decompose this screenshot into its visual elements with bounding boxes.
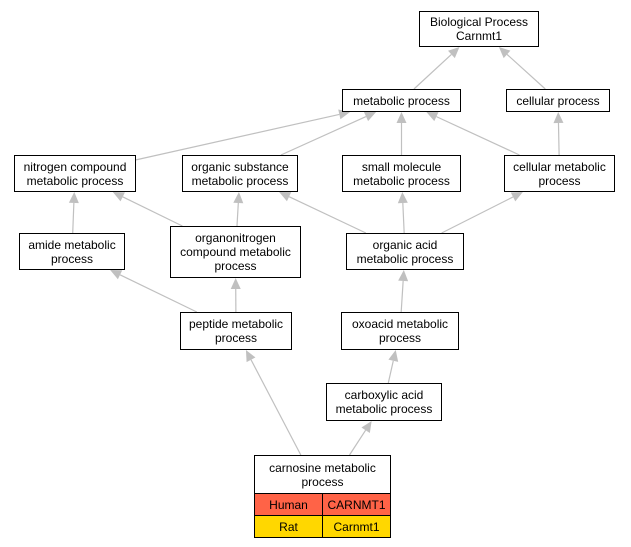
- leaf-term-label: carnosine metabolic process: [269, 460, 376, 489]
- node-carboxylic-acid-metabolic-process[interactable]: carboxylic acid metabolic process: [326, 383, 442, 421]
- node-oxoacid-metabolic-process[interactable]: oxoacid metabolic process: [341, 312, 459, 350]
- gene-cell-rat: Carnmt1: [322, 516, 390, 537]
- edge-carboxylic_acid-to-oxoacid_metabolic: [387, 360, 394, 384]
- arrowhead-amide_metabolic-to-nitrogen_compound: [68, 192, 79, 204]
- arrowhead-organic_acid-to-small_molecule: [397, 192, 408, 204]
- species-cell-rat: Rat: [255, 516, 322, 537]
- node-carnosine-metabolic-process[interactable]: carnosine metabolic process Human CARNMT…: [254, 455, 391, 538]
- node-nitrogen-compound-metabolic-process[interactable]: nitrogen compound metabolic process: [14, 155, 136, 192]
- arrowhead-organonitrogen-to-nitrogen_compound: [112, 192, 125, 202]
- arrowhead-organic_acid-to-cellular_metabolic: [510, 192, 523, 202]
- edge-cellular_process-to-root: [506, 53, 546, 90]
- ortholog-row-human: Human CARNMT1: [255, 493, 390, 515]
- node-metabolic-process[interactable]: metabolic process: [342, 89, 461, 112]
- arrowhead-leaf-to-peptide_metabolic: [245, 350, 256, 363]
- species-cell-human: Human: [255, 494, 322, 515]
- ortholog-row-rat: Rat Carnmt1: [255, 515, 390, 537]
- edge-cellular_metabolic-to-cellular_process: [557, 122, 560, 156]
- arrowhead-organic_acid-to-organic_substance: [279, 192, 292, 202]
- node-peptide-metabolic-process[interactable]: peptide metabolic process: [180, 312, 292, 350]
- edge-organic_acid-to-cellular_metabolic: [441, 196, 514, 234]
- edge-organic_acid-to-small_molecule: [402, 202, 405, 234]
- edge-leaf-to-peptide_metabolic: [250, 359, 302, 456]
- arrowhead-organonitrogen-to-organic_substance: [233, 192, 244, 204]
- node-root[interactable]: Biological Process Carnmt1: [419, 11, 539, 47]
- arrowhead-cellular_metabolic-to-metabolic_process: [426, 112, 439, 122]
- arrowhead-peptide_metabolic-to-amide_metabolic: [110, 270, 123, 280]
- node-organic-acid-metabolic-process[interactable]: organic acid metabolic process: [346, 233, 464, 270]
- node-cellular-process[interactable]: cellular process: [506, 89, 610, 112]
- arrowhead-cellular_metabolic-to-cellular_process: [553, 112, 564, 124]
- node-organic-substance-metabolic-process[interactable]: organic substance metabolic process: [182, 155, 298, 192]
- node-cellular-metabolic-process[interactable]: cellular metabolic process: [504, 155, 615, 192]
- arrowhead-carboxylic_acid-to-oxoacid_metabolic: [388, 350, 399, 362]
- edge-amide_metabolic-to-nitrogen_compound: [72, 202, 75, 234]
- edge-metabolic_process-to-root: [413, 54, 452, 90]
- edge-organic_acid-to-organic_substance: [288, 196, 367, 234]
- edge-nitrogen_compound-to-metabolic_process: [135, 113, 340, 161]
- arrowhead-metabolic_process-to-root: [448, 47, 460, 59]
- arrowhead-peptide_metabolic-to-organonitrogen: [230, 278, 241, 290]
- node-small-molecule-metabolic-process[interactable]: small molecule metabolic process: [342, 155, 461, 192]
- edge-leaf-to-carboxylic_acid: [349, 429, 367, 456]
- edge-peptide_metabolic-to-amide_metabolic: [119, 274, 198, 313]
- gene-cell-human: CARNMT1: [322, 494, 390, 515]
- edge-organonitrogen-to-nitrogen_compound: [122, 196, 183, 227]
- edge-cellular_metabolic-to-metabolic_process: [436, 116, 520, 156]
- edge-oxoacid_metabolic-to-organic_acid: [400, 280, 404, 313]
- arrowhead-oxoacid_metabolic-to-organic_acid: [398, 270, 409, 282]
- arrowhead-organic_substance-to-metabolic_process: [363, 111, 377, 122]
- arrowhead-small_molecule-to-metabolic_process: [396, 112, 407, 123]
- arrowhead-cellular_process-to-root: [498, 47, 511, 59]
- arrowhead-leaf-to-carboxylic_acid: [361, 421, 372, 433]
- edge-organonitrogen-to-organic_substance: [236, 202, 239, 227]
- node-organonitrogen-compound-metabolic-process[interactable]: organonitrogen compound metabolic proces…: [170, 226, 301, 278]
- node-amide-metabolic-process[interactable]: amide metabolic process: [19, 233, 125, 270]
- edge-organic_substance-to-metabolic_process: [280, 115, 367, 156]
